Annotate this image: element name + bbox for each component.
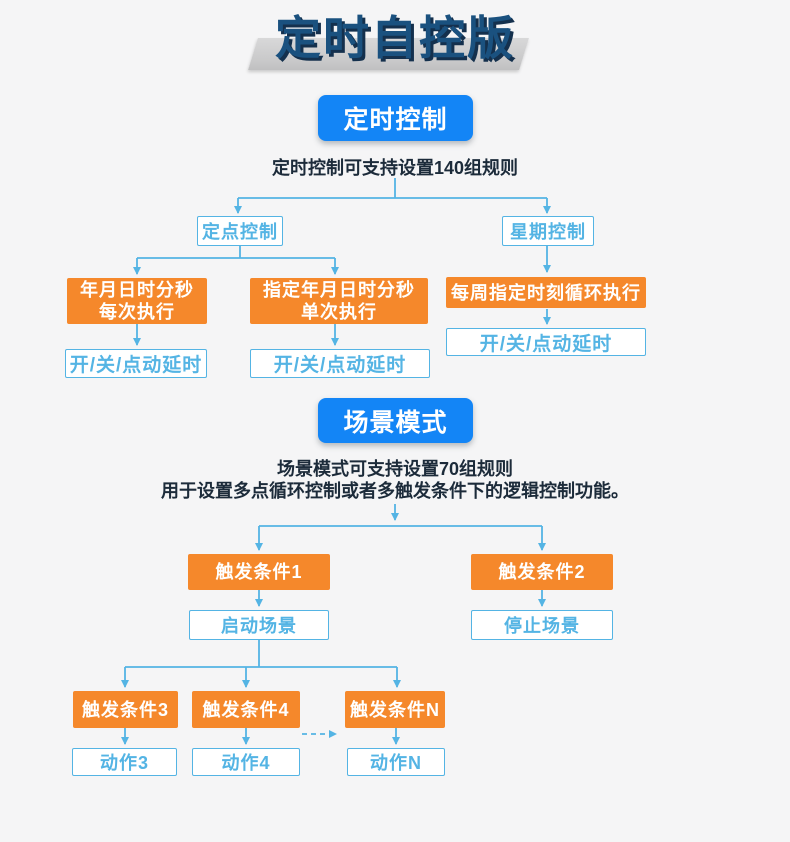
timer-subtitle: 定时控制可支持设置140组规则 [271,158,519,178]
node-on-off-jog-delay-left: 开/关/点动延时 [65,349,207,378]
scene-subtitle-line1: 场景模式可支持设置70组规则 [276,459,514,479]
node-trigger-condition-n: 触发条件N [345,691,445,728]
node-line1: 年月日时分秒 [80,280,194,300]
node-line1: 指定年月日时分秒 [263,280,415,300]
node-trigger-condition-2: 触发条件2 [471,554,613,590]
scene-subtitle-line2: 用于设置多点循环控制或者多触发条件下的逻辑控制功能。 [161,481,629,501]
node-datetime-every-execution: 年月日时分秒 每次执行 [67,278,207,324]
node-start-scene: 启动场景 [189,610,329,640]
node-line2: 每次执行 [99,302,175,322]
node-weekly-control: 星期控制 [502,216,594,246]
node-weekly-loop-execution: 每周指定时刻循环执行 [446,277,646,308]
node-trigger-condition-4: 触发条件4 [192,691,300,728]
scene-section-header: 场景模式 [318,398,473,443]
node-on-off-jog-delay-right: 开/关/点动延时 [446,328,646,356]
node-on-off-jog-delay-mid: 开/关/点动延时 [250,349,430,378]
scene-subtitle: 场景模式可支持设置70组规则 用于设置多点循环控制或者多触发条件下的逻辑控制功能… [0,458,790,502]
node-datetime-once-execution: 指定年月日时分秒 单次执行 [250,278,428,324]
node-action-4: 动作4 [192,748,300,776]
node-line2: 单次执行 [301,302,377,322]
node-trigger-condition-3: 触发条件3 [73,691,178,728]
node-action-3: 动作3 [72,748,177,776]
node-action-n: 动作N [347,748,445,776]
node-stop-scene: 停止场景 [471,610,613,640]
node-trigger-condition-1: 触发条件1 [188,554,330,590]
timer-section-header: 定时控制 [318,95,473,141]
node-fixed-point-control: 定点控制 [197,216,283,246]
page-title: 定时自控版 [275,12,515,64]
